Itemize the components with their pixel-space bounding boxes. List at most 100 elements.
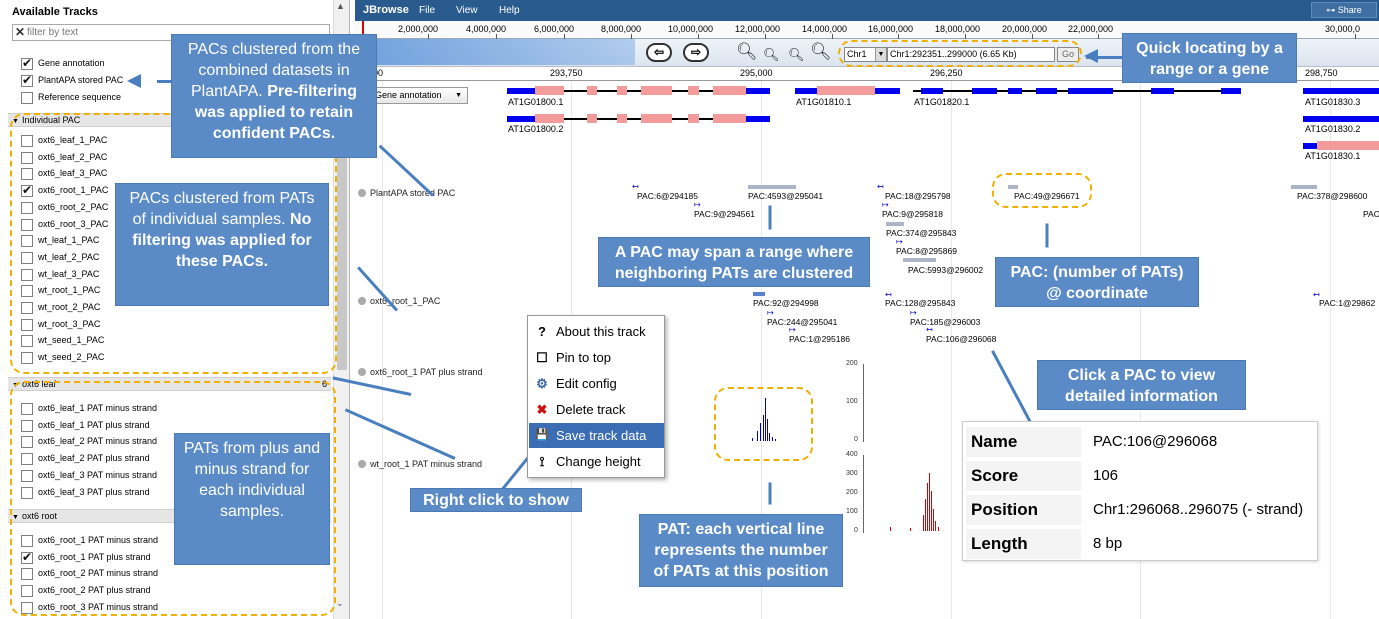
menu-delete-track[interactable]: ✖Delete track	[529, 397, 664, 422]
pat-bar[interactable]	[767, 419, 768, 441]
checkbox[interactable]	[21, 302, 33, 314]
scroll-thumb[interactable]	[337, 60, 347, 370]
share-button[interactable]: ⊶ Share	[1311, 2, 1377, 18]
pac-span-box[interactable]	[753, 292, 765, 296]
pat-bar[interactable]	[769, 433, 770, 441]
exon-cds[interactable]	[617, 86, 627, 95]
pac-span-box[interactable]	[886, 222, 904, 226]
gene-annotation-track-label[interactable]: Gene annotation▼	[370, 87, 468, 104]
pac-feature[interactable]: PAC:6@294185	[637, 191, 698, 201]
gene-intron-line[interactable]	[507, 90, 770, 92]
exon-cds[interactable]	[688, 86, 699, 95]
checkbox[interactable]	[21, 335, 33, 348]
track-row[interactable]: oxt6_leaf_3 PAT plus strand	[21, 486, 321, 501]
exon-utr[interactable]	[1151, 88, 1174, 94]
menu-about-track[interactable]: ?About this track	[529, 319, 664, 344]
pac-span-box[interactable]	[1291, 185, 1317, 189]
pac-feature[interactable]: PAC:378@298600	[1297, 191, 1368, 201]
pat-bar[interactable]	[910, 528, 911, 531]
pat-bar[interactable]	[927, 483, 928, 531]
track-reference-sequence[interactable]: Reference sequence	[21, 91, 321, 106]
pac-feature[interactable]: PAC:244@295041	[767, 317, 838, 327]
menu-help[interactable]: Help	[499, 5, 520, 16]
checkbox[interactable]	[21, 92, 33, 104]
location-input[interactable]: Chr1:292351..299000 (6.65 Kb)	[887, 47, 1055, 62]
track-row[interactable]: wt_leaf_1_PAC	[21, 234, 321, 249]
checkbox[interactable]	[21, 568, 33, 581]
pac-feature[interactable]: PAC:92@294998	[753, 298, 819, 308]
exon-utr[interactable]	[1068, 88, 1113, 94]
pac-feature[interactable]: PAC:128@295843	[885, 298, 956, 308]
track-row[interactable]: oxt6_root_1 PAT minus strand	[21, 534, 321, 549]
exon-cds[interactable]	[688, 114, 699, 123]
track-row[interactable]: oxt6_leaf_1 PAT minus strand	[21, 402, 321, 417]
pat-bar[interactable]	[752, 438, 753, 441]
pac-feature[interactable]: PAC:5993@296002	[908, 265, 984, 275]
menu-pin-to-top[interactable]: ☐Pin to top	[529, 345, 664, 370]
exon-utr[interactable]	[795, 88, 817, 94]
checkbox[interactable]	[21, 201, 33, 214]
checkbox[interactable]	[21, 403, 33, 415]
track-row[interactable]: oxt6_leaf_2 PAT plus strand	[21, 452, 321, 467]
zoom-in-small-icon[interactable]: 🔍︎	[788, 47, 805, 62]
checkbox[interactable]	[21, 486, 33, 499]
track-row[interactable]: oxt6_leaf_2 PAT minus strand	[21, 435, 321, 450]
pat-bar[interactable]	[765, 398, 766, 441]
pat-bar[interactable]	[772, 437, 773, 441]
checkbox[interactable]	[21, 535, 33, 547]
checkbox[interactable]	[21, 183, 33, 198]
track-gene-annotation[interactable]: Gene annotation	[21, 56, 321, 72]
exon-utr[interactable]	[921, 88, 943, 94]
menu-edit-config[interactable]: ⚙Edit config	[529, 371, 664, 396]
checkbox[interactable]	[21, 218, 33, 231]
track-plantapa-stored-pac[interactable]: PlantAPA stored PAC	[21, 73, 321, 89]
checkbox[interactable]	[21, 419, 33, 432]
checkbox[interactable]	[21, 151, 33, 164]
pac-span-box[interactable]	[748, 185, 796, 189]
pat-bar[interactable]	[775, 439, 776, 441]
gene-label[interactable]: AT1G01820.1	[914, 97, 970, 107]
close-track-icon[interactable]	[358, 297, 366, 305]
track-row[interactable]: oxt6_leaf_1 PAT plus strand	[21, 419, 321, 434]
exon-utr[interactable]	[507, 88, 535, 94]
checkbox[interactable]	[21, 585, 33, 598]
pat-bar[interactable]	[931, 491, 932, 531]
pac-feature[interactable]: PAC:5	[1363, 209, 1379, 219]
pac-feature[interactable]: PAC:9@294561	[694, 209, 755, 219]
pat-bar[interactable]	[925, 499, 926, 531]
track-row[interactable]: wt_seed_1_PAC	[21, 334, 321, 349]
pat-bar[interactable]	[763, 415, 764, 441]
collapse-triangle-icon[interactable]: ▼	[12, 514, 19, 521]
exon-cds[interactable]	[641, 114, 672, 123]
exon-cds[interactable]	[587, 114, 597, 123]
exon-cds[interactable]	[641, 86, 672, 95]
exon-utr[interactable]	[1303, 116, 1379, 122]
pac-feature[interactable]: PAC:1@29862	[1319, 298, 1376, 308]
zoom-in-large-icon[interactable]: 🔍︎	[810, 42, 832, 61]
checkbox[interactable]	[21, 352, 33, 365]
exon-utr[interactable]	[972, 88, 997, 94]
scroll-up-icon[interactable]: ▲	[336, 1, 345, 11]
checkbox[interactable]	[21, 73, 33, 87]
track-row[interactable]: oxt6_root_2_PAC	[21, 201, 321, 216]
gene-label[interactable]: AT1G01810.1	[796, 97, 852, 107]
pac-feature[interactable]: PAC:18@295798	[885, 191, 951, 201]
exon-utr[interactable]	[746, 116, 770, 122]
pat-bar[interactable]	[890, 527, 891, 531]
menu-save-track-data[interactable]: 💾Save track data	[529, 423, 664, 448]
pan-left-button[interactable]: ⇦	[646, 43, 672, 62]
gene-label[interactable]: AT1G01800.2	[508, 124, 564, 134]
track-row[interactable]: wt_root_2_PAC	[21, 301, 321, 316]
checkbox[interactable]	[21, 318, 33, 331]
pac-feature[interactable]: PAC:1@295186	[789, 334, 850, 344]
close-track-icon[interactable]	[358, 460, 366, 468]
track-row[interactable]: wt_root_3_PAC	[21, 318, 321, 333]
exon-cds[interactable]	[713, 86, 746, 95]
pac-feature[interactable]: PAC:8@295869	[896, 246, 957, 256]
pac-feature[interactable]: PAC:106@296068	[926, 334, 997, 344]
gene-label[interactable]: AT1G01800.1	[508, 97, 564, 107]
exon-utr[interactable]	[746, 88, 770, 94]
clear-filter-icon[interactable]: ✕	[15, 25, 26, 39]
exon-cds[interactable]	[535, 86, 564, 95]
exon-utr[interactable]	[507, 116, 535, 122]
